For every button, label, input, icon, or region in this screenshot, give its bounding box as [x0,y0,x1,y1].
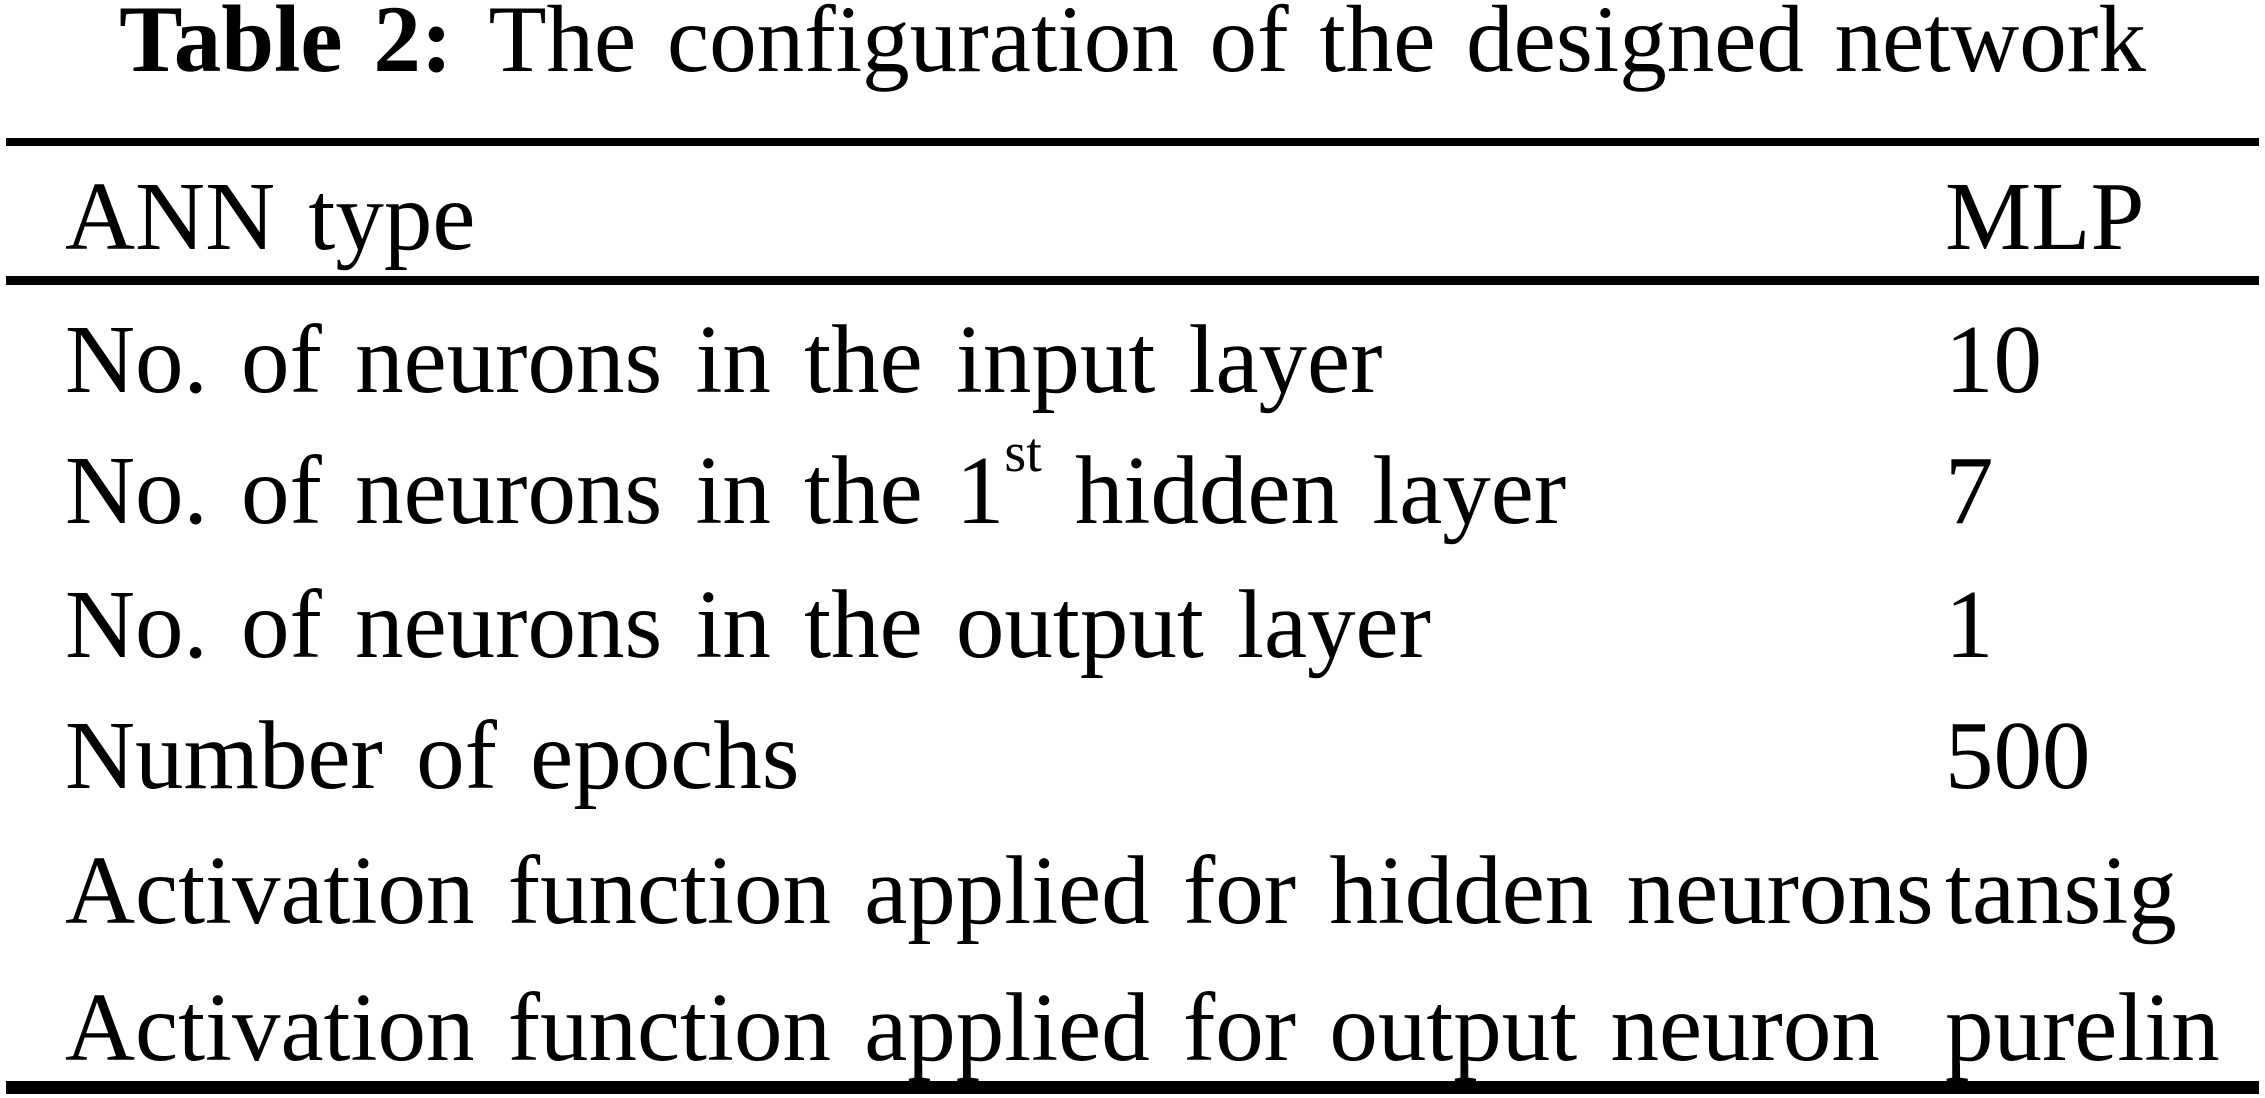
table-header-row: ANN type MLP [65,168,2265,265]
row-parameter-cell: Activation function applied for output n… [65,979,1880,1076]
row-parameter-cell: No. of neurons in the output layer [65,576,1431,673]
header-parameter-cell: ANN type [65,163,476,270]
row-parameter-cell: No. of neurons in the 1st hidden layer [65,425,1566,539]
table-caption-number: Table 2: [119,0,453,92]
row-parameter-text-suffix: hidden layer [1041,437,1567,544]
table-row: No. of neurons in the 1st hidden layer 7 [65,425,2265,544]
row-parameter-text: Number of epochs [65,702,800,809]
row-parameter-cell: Number of epochs [65,707,800,804]
header-value-cell: MLP [1945,163,2145,270]
table-bottom-rule [6,1081,2259,1094]
table-caption: Table 2:The configuration of the designe… [0,0,2265,87]
table-caption-text: The configuration of the designed networ… [488,0,2146,92]
table-row: Activation function applied for hidden n… [65,842,2265,939]
row-parameter-text: No. of neurons in the output layer [65,571,1431,678]
table-row: No. of neurons in the input layer 10 [65,311,2265,408]
row-value-cell: 500 [1945,702,2091,809]
table-row: Number of epochs 500 [65,707,2265,804]
table-header-rule [6,276,2259,285]
row-value-cell: tansig [1945,837,2177,944]
row-parameter-text: No. of neurons in the input layer [65,306,1383,413]
row-parameter-text: Activation function applied for hidden n… [65,837,1934,944]
row-parameter-superscript: st [1004,422,1042,484]
row-value-cell: 7 [1945,437,1994,544]
row-parameter-text: Activation function applied for output n… [65,974,1880,1081]
row-value-cell: purelin [1945,974,2220,1081]
row-value-cell: 1 [1945,571,1994,678]
row-parameter-cell: No. of neurons in the input layer [65,311,1382,408]
table-top-rule [6,138,2259,146]
row-value-cell: 10 [1945,306,2042,413]
row-parameter-text: No. of neurons in the 1 [65,437,1005,544]
table-row: No. of neurons in the output layer 1 [65,576,2265,673]
row-parameter-cell: Activation function applied for hidden n… [65,842,1934,939]
table-row: Activation function applied for output n… [65,979,2265,1076]
